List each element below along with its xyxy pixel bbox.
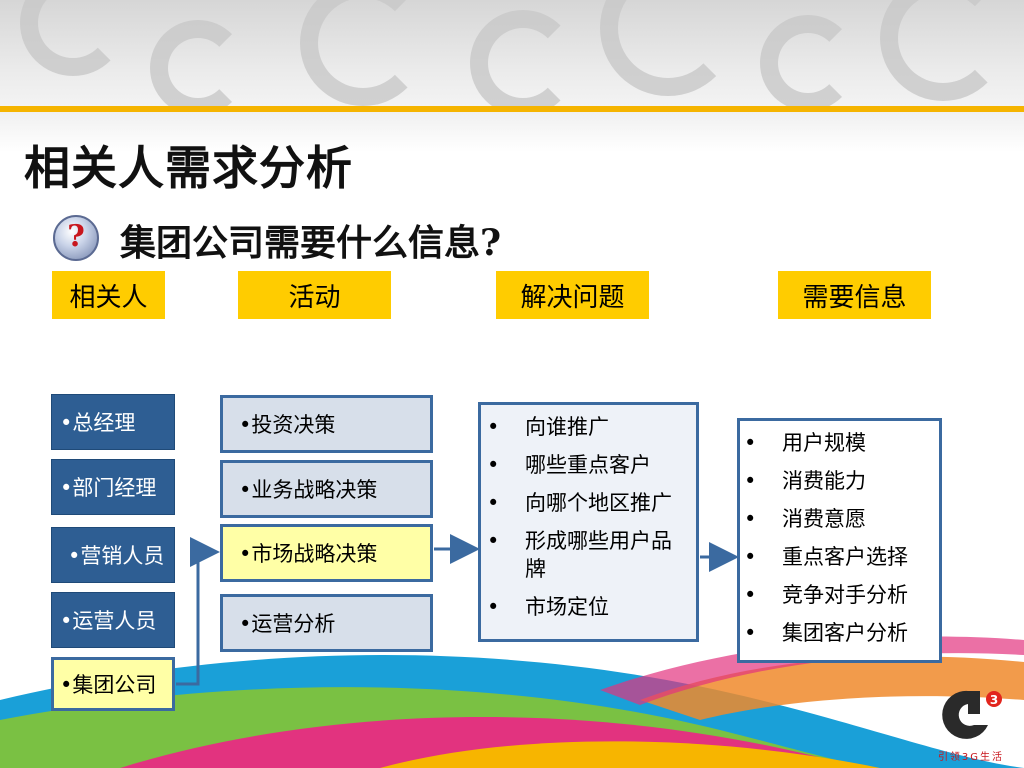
stakeholder-operations-staff: •运营人员 [51, 592, 175, 648]
info-item: 重点客户选择 [744, 543, 933, 571]
header-divider [0, 106, 1024, 112]
stakeholder-group-company: •集团公司 [51, 657, 175, 711]
activity-business-strategy: •业务战略决策 [220, 460, 433, 518]
problem-item: 向谁推广 [487, 413, 688, 441]
stakeholder-general-manager: •总经理 [51, 394, 175, 450]
column-header-problem: 解决问题 [496, 271, 649, 319]
svg-text:3: 3 [990, 693, 998, 707]
activity-investment-decision: •投资决策 [220, 395, 433, 453]
stakeholder-department-manager: •部门经理 [51, 459, 175, 515]
info-item: 用户规模 [744, 429, 933, 457]
info-item: 竞争对手分析 [744, 581, 933, 609]
problem-item: 哪些重点客户 [487, 451, 688, 479]
column-header-stakeholder: 相关人 [52, 271, 165, 319]
problem-item: 市场定位 [487, 593, 688, 621]
activity-operations-analysis: •运营分析 [220, 594, 433, 652]
problems-box: 向谁推广 哪些重点客户 向哪个地区推广 形成哪些用户品牌 市场定位 [478, 402, 699, 642]
info-item: 消费意愿 [744, 505, 933, 533]
problem-item: 形成哪些用户品牌 [487, 527, 685, 583]
logo-tagline: 引领3G生活 [937, 752, 1005, 763]
brand-logo-icon: 3 [942, 690, 1002, 739]
info-item: 消费能力 [744, 467, 933, 495]
activity-market-strategy: •市场战略决策 [220, 524, 433, 582]
info-needed-box: 用户规模 消费能力 消费意愿 重点客户选择 竞争对手分析 集团客户分析 [737, 418, 942, 663]
problem-item: 向哪个地区推广 [487, 489, 688, 517]
page-title: 相关人需求分析 [24, 141, 353, 195]
column-header-info: 需要信息 [778, 271, 931, 319]
subtitle: 集团公司需要什么信息? [120, 222, 502, 264]
header-background [0, 0, 1024, 106]
info-item: 集团客户分析 [744, 619, 933, 647]
stakeholder-marketing-staff: •营销人员 [51, 527, 175, 583]
question-mark-icon: ? [53, 215, 99, 261]
arrow-company-to-activity [176, 537, 220, 686]
header-fade [0, 112, 1024, 152]
column-header-activity: 活动 [238, 271, 391, 319]
